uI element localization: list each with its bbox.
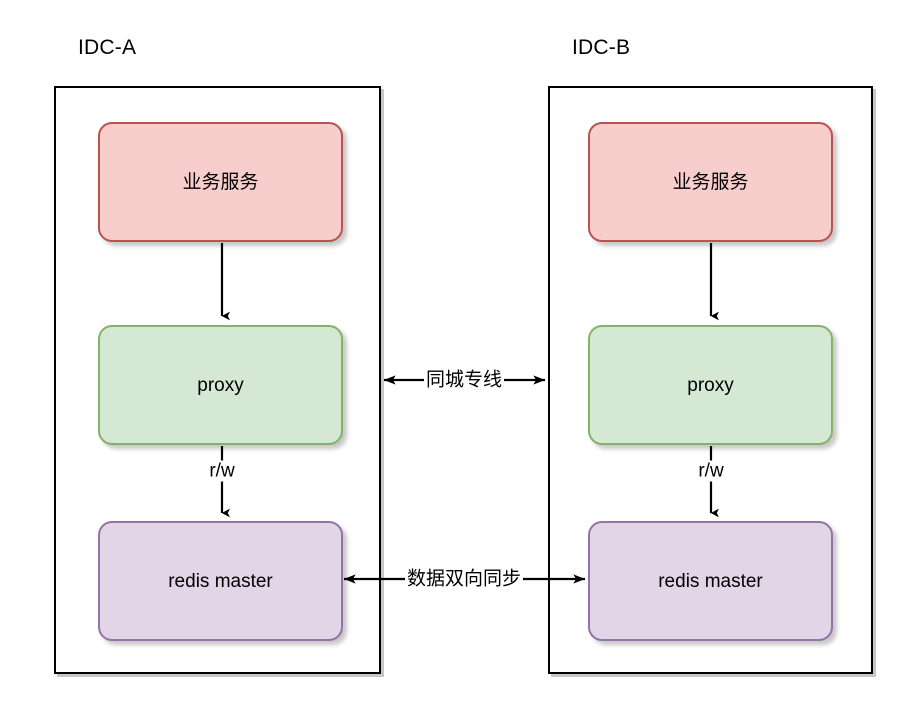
edge-label-data-sync: 数据双向同步	[404, 568, 524, 590]
node-label: 业务服务	[672, 171, 749, 193]
node-proxy-idc-a[interactable]: proxy	[98, 325, 343, 445]
node-proxy-idc-b[interactable]: proxy	[588, 325, 833, 445]
edge-label-dedicated-line: 同城专线	[423, 369, 505, 391]
node-redis-master-idc-b[interactable]: redis master	[588, 521, 833, 641]
edge-label-rw-idc-b: r/w	[696, 460, 726, 482]
group-label-idc-a: IDC-A	[78, 36, 137, 59]
node-service-idc-a[interactable]: 业务服务	[98, 122, 343, 242]
node-label: redis master	[168, 570, 273, 592]
node-label: proxy	[687, 374, 734, 396]
node-service-idc-b[interactable]: 业务服务	[588, 122, 833, 242]
node-label: redis master	[658, 570, 763, 592]
node-redis-master-idc-a[interactable]: redis master	[98, 521, 343, 641]
edge-label-rw-idc-a: r/w	[207, 460, 237, 482]
node-label: 业务服务	[182, 171, 259, 193]
group-label-idc-b: IDC-B	[572, 36, 631, 59]
node-label: proxy	[197, 374, 244, 396]
